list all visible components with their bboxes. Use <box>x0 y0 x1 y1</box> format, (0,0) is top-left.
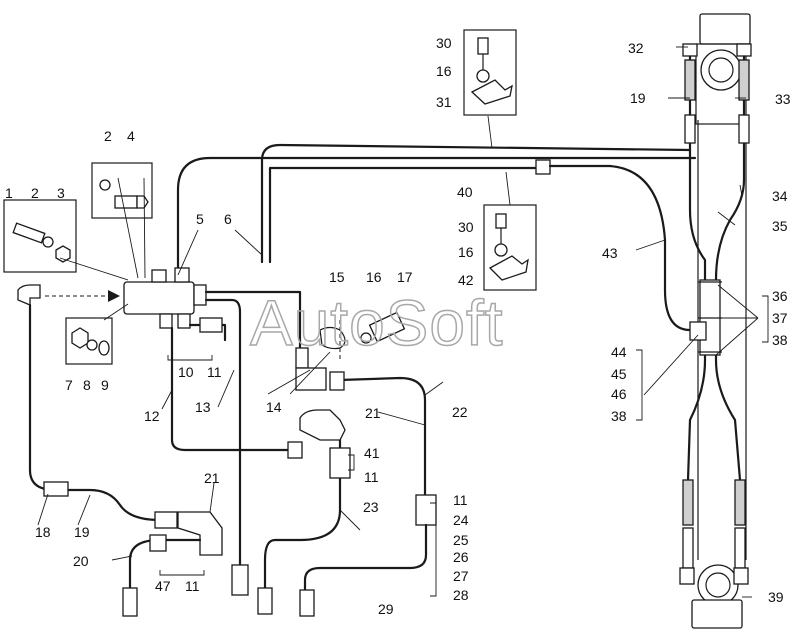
callout-13: 13 <box>195 399 211 415</box>
callout-47: 47 <box>155 578 171 594</box>
callout-16: 16 <box>436 63 452 79</box>
callout-44: 44 <box>611 344 627 360</box>
callout-23: 23 <box>363 499 379 515</box>
callout-11: 11 <box>453 492 468 508</box>
callout-41: 41 <box>364 445 380 461</box>
callout-27: 27 <box>453 568 469 584</box>
callout-42: 42 <box>458 272 474 288</box>
callout-32: 32 <box>628 40 644 56</box>
callout-3: 3 <box>57 185 65 201</box>
callout-9: 9 <box>101 377 109 393</box>
callout-8: 8 <box>83 377 91 393</box>
callout-11: 11 <box>364 469 379 485</box>
callout-18: 18 <box>35 524 51 540</box>
callout-30: 30 <box>436 35 452 51</box>
callout-12: 12 <box>144 408 160 424</box>
callout-19: 19 <box>74 524 90 540</box>
callout-16: 16 <box>458 244 474 260</box>
valve-block <box>123 267 207 329</box>
callout-31: 31 <box>436 94 452 110</box>
callout-10: 10 <box>178 364 194 380</box>
detail-box-2-4 <box>91 162 153 219</box>
detail-box-7-8-9 <box>65 317 113 365</box>
callout-5: 5 <box>196 211 204 227</box>
block-pipes <box>170 290 309 596</box>
callout-35: 35 <box>772 218 788 234</box>
right-frame-cylinder <box>691 13 751 629</box>
detail-box-30-16-31 <box>463 29 517 116</box>
callout-2: 2 <box>104 128 112 144</box>
callout-6: 6 <box>224 211 232 227</box>
callout-24: 24 <box>453 512 469 528</box>
callout-45: 45 <box>611 366 627 382</box>
callout-2: 2 <box>31 185 39 201</box>
callout-15: 15 <box>329 269 345 285</box>
callout-38: 38 <box>611 408 627 424</box>
leader-lines <box>37 46 769 598</box>
left-pipes <box>17 284 223 617</box>
callout-21: 21 <box>204 470 220 486</box>
callout-11: 11 <box>185 578 200 594</box>
callout-25: 25 <box>453 532 469 548</box>
callout-14: 14 <box>266 399 282 415</box>
callout-29: 29 <box>378 601 394 617</box>
callout-36: 36 <box>772 288 788 304</box>
bolt-assembly-15-17 <box>319 311 406 360</box>
center-pipes <box>257 367 437 617</box>
right-side-hoses <box>679 43 752 585</box>
callout-26: 26 <box>453 549 469 565</box>
callout-17: 17 <box>397 269 413 285</box>
callout-46: 46 <box>611 386 627 402</box>
callout-11: 11 <box>207 364 222 380</box>
callout-39: 39 <box>768 589 784 605</box>
callout-21: 21 <box>365 405 381 421</box>
callout-20: 20 <box>73 553 89 569</box>
callout-28: 28 <box>453 587 469 603</box>
callout-37: 37 <box>772 310 788 326</box>
detail-box-30-16-42 <box>483 204 537 291</box>
callout-38: 38 <box>772 332 788 348</box>
detail-box-1-2-3 <box>3 199 77 273</box>
callout-7: 7 <box>65 377 73 393</box>
callout-40: 40 <box>457 184 473 200</box>
watermark: AutoSoft <box>250 287 504 359</box>
callout-33: 33 <box>775 91 791 107</box>
callout-labels: 1 2 3 2 4 5 6 7 8 9 10 11 12 13 14 15 16… <box>5 35 791 617</box>
callout-19: 19 <box>630 90 646 106</box>
callout-30: 30 <box>458 219 474 235</box>
callout-43: 43 <box>602 245 618 261</box>
callout-34: 34 <box>772 188 788 204</box>
callout-16: 16 <box>366 269 382 285</box>
callout-1: 1 <box>5 185 13 201</box>
callout-4: 4 <box>127 128 135 144</box>
callout-22: 22 <box>452 404 468 420</box>
top-pipes <box>176 143 707 341</box>
